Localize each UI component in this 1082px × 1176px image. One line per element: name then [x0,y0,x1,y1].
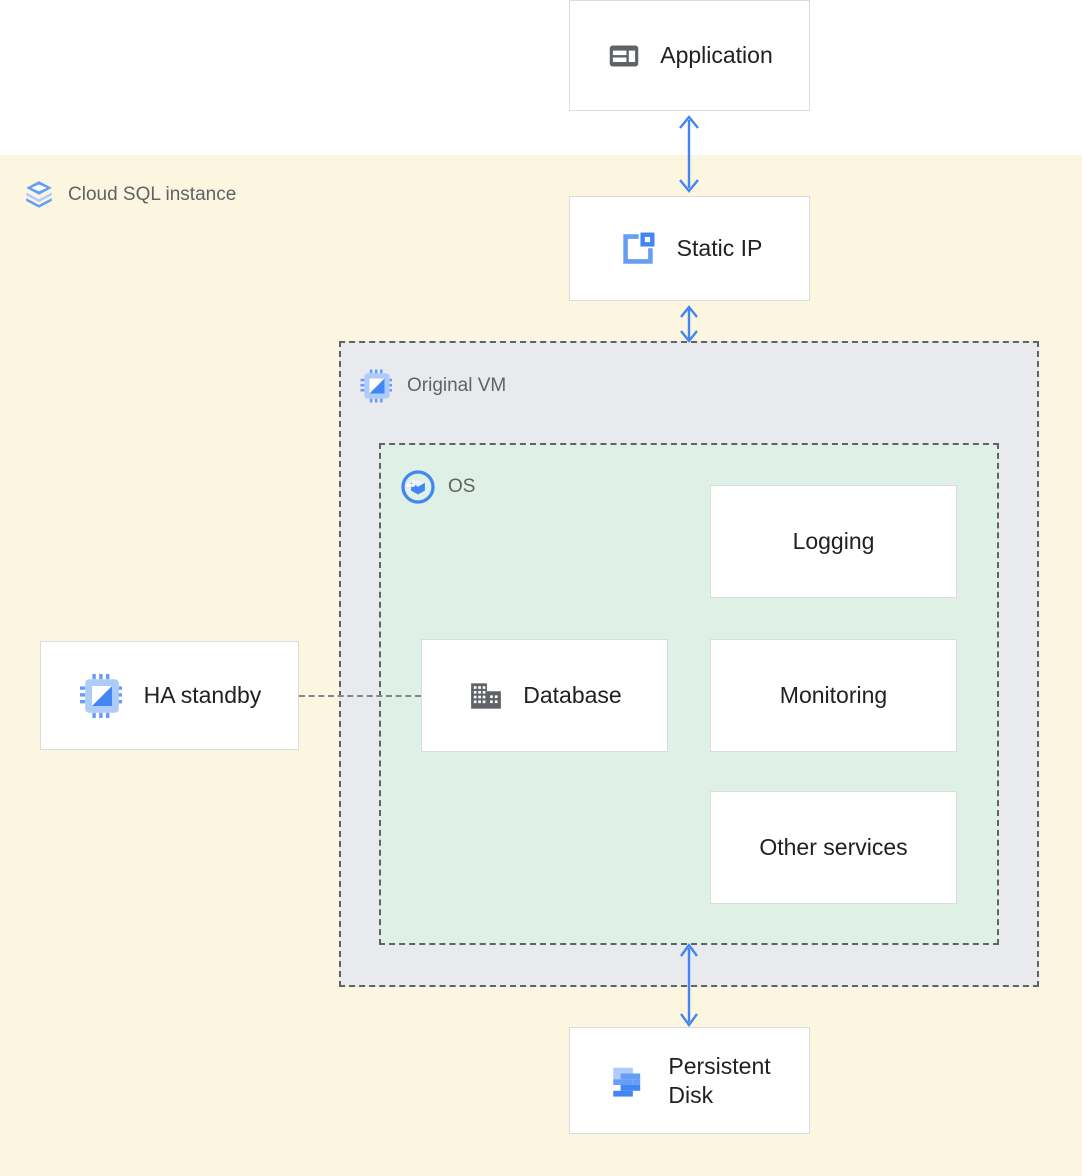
persistent-disk-label-line2: Disk [668,1081,714,1108]
cloud-sql-icon [22,178,56,212]
node-application[interactable]: Application [569,0,810,111]
database-label: Database [523,682,622,709]
node-monitoring[interactable]: Monitoring [710,639,957,752]
node-database[interactable]: Database [421,639,668,752]
static-ip-label: Static IP [676,235,763,262]
application-window-icon [606,38,642,74]
other-services-label: Other services [759,834,908,861]
cloud-sql-instance-label: Cloud SQL instance [68,184,237,205]
logging-label: Logging [792,528,875,555]
database-building-icon [467,677,505,715]
node-other-services[interactable]: Other services [710,791,957,904]
os-circle-icon [400,469,436,505]
ha-standby-label: HA standby [143,682,262,709]
connector-os-to-persistent-disk [673,940,705,1035]
original-vm-label: Original VM [407,375,507,396]
monitoring-label: Monitoring [779,682,888,709]
node-static-ip[interactable]: Static IP [569,196,810,301]
persistent-disk-label-line1: Persistent [668,1053,771,1080]
connector-application-to-static-ip [673,112,705,201]
static-ip-icon [617,228,659,270]
cloud-sql-instance-label-group: Cloud SQL instance [22,178,236,212]
connector-static-ip-to-vm [673,303,705,350]
connector-ha-standby-to-database [299,695,421,697]
node-logging[interactable]: Logging [710,485,957,598]
os-title-group: OS [400,469,475,505]
cpu-chip-icon [359,368,395,404]
os-label: OS [448,476,476,497]
cpu-chip-icon [78,672,126,720]
original-vm-title-group: Original VM [359,368,506,404]
application-label: Application [660,42,773,69]
node-ha-standby[interactable]: HA standby [40,641,299,750]
persistent-disk-icon [608,1060,650,1102]
